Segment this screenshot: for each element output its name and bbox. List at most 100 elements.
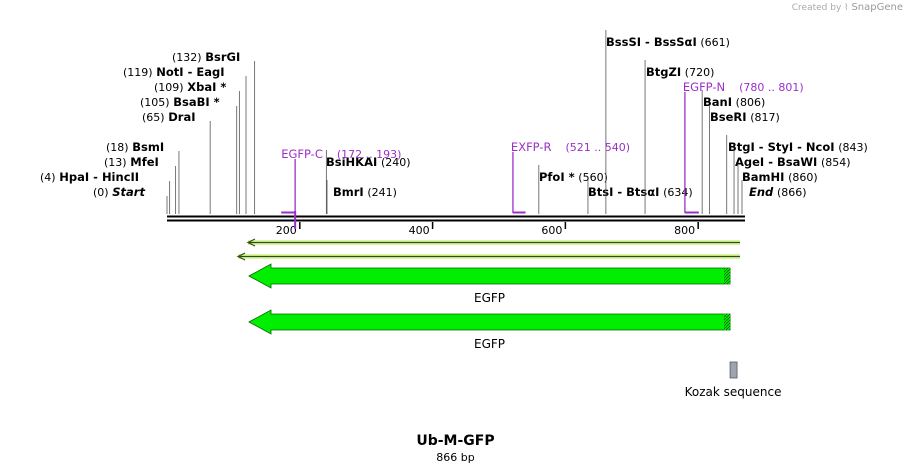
kozak-feature-box	[729, 361, 738, 379]
primer-range: (172 .. 193)	[337, 148, 402, 161]
map-title: Ub-M-GFP	[416, 433, 495, 449]
site-name: BsmI	[132, 140, 164, 154]
site-name: MfeI	[130, 155, 159, 169]
site-position: (661)	[700, 36, 730, 49]
site-position: (18)	[106, 141, 129, 154]
credit-brand: SnapGene	[851, 2, 903, 13]
site-position: (240)	[381, 156, 411, 169]
site-name: BanI	[703, 95, 732, 109]
map-length: 866 bp	[436, 451, 475, 464]
feature-label: Kozak sequence	[685, 385, 782, 399]
site-name-3: NcoI	[806, 140, 835, 154]
site-position: (119)	[123, 66, 153, 79]
site-name-2: BssSαI	[654, 35, 697, 49]
site-position: (720)	[685, 66, 715, 79]
site-position: (843)	[838, 141, 868, 154]
primer-name: EXFP-R	[511, 140, 552, 154]
site-position: (866)	[777, 186, 807, 199]
site-label: (119) NotI - EagI	[123, 65, 224, 79]
site-name: AgeI	[735, 155, 764, 169]
site-label: (4) HpaI - HincII	[40, 170, 139, 184]
feature-hatch	[724, 314, 731, 330]
site-position: (13)	[104, 156, 127, 169]
tick-label: 400	[409, 224, 430, 237]
orf-arrowhead	[246, 238, 256, 247]
site-name: Start	[112, 185, 145, 199]
site-label: (109) XbaI *	[154, 80, 226, 94]
primer-label: EGFP-N (780 .. 801)	[683, 80, 804, 94]
site-name: BsrGI	[205, 50, 240, 64]
site-label: BanI (806)	[703, 95, 765, 109]
site-label: BmrI (241)	[333, 185, 397, 199]
site-position: (4)	[40, 171, 56, 184]
site-name: BssSI	[606, 35, 641, 49]
site-name-2: HincII	[102, 170, 139, 184]
site-label: End (866)	[749, 185, 807, 199]
site-name-2: StyI	[768, 140, 794, 154]
site-position: (241)	[367, 186, 397, 199]
site-position: (105)	[140, 96, 170, 109]
site-label: (13) MfeI	[104, 155, 159, 169]
site-label: BsiHKAI (240)	[326, 155, 411, 169]
site-name: HpaI	[59, 170, 89, 184]
primer-label: EXFP-R (521 .. 540)	[511, 140, 630, 154]
site-name-2: BsaWI	[777, 155, 817, 169]
feature-label: EGFP	[474, 337, 505, 351]
site-name: BtsI	[588, 185, 613, 199]
site-name: BseRI	[710, 110, 747, 124]
site-name: BsiHKAI	[326, 155, 377, 169]
site-name: NotI	[156, 65, 183, 79]
primer-label: EGFP-C (172 .. 193)	[281, 147, 401, 161]
site-label: BtgI - StyI - NcoI (843)	[728, 140, 868, 154]
site-label: BtsI - BtsαI (634)	[588, 185, 693, 199]
site-position: (109)	[154, 81, 184, 94]
credit-prefix: Created by	[791, 3, 842, 13]
site-label: (0) Start	[93, 185, 145, 199]
site-position: (860)	[788, 171, 818, 184]
site-label: BssSI - BssSαI (661)	[606, 35, 730, 49]
feature-hatch	[724, 268, 731, 284]
site-label: BamHI (860)	[742, 170, 818, 184]
primer-name: EGFP-N	[683, 80, 725, 94]
snapgene-credit: Created by ⌇ SnapGene	[792, 2, 903, 13]
tick-label: 800	[674, 224, 695, 237]
feature-arrow	[248, 263, 731, 289]
primer-range: (521 .. 540)	[566, 141, 631, 154]
orf-arrowhead	[236, 252, 246, 261]
site-position: (817)	[750, 111, 780, 124]
site-position: (65)	[142, 111, 165, 124]
site-name: XbaI *	[187, 80, 226, 94]
site-position: (0)	[93, 186, 109, 199]
site-label: (132) BsrGI	[172, 50, 240, 64]
site-position: (560)	[578, 171, 608, 184]
site-label: (65) DraI	[142, 110, 196, 124]
feature-label: EGFP	[474, 291, 505, 305]
site-label: BseRI (817)	[710, 110, 780, 124]
site-name: BtgI	[728, 140, 755, 154]
site-label: BtgZI (720)	[646, 65, 714, 79]
site-name: BmrI	[333, 185, 364, 199]
site-name: End	[749, 185, 774, 199]
site-position: (806)	[736, 96, 766, 109]
site-label: AgeI - BsaWI (854)	[735, 155, 851, 169]
tick-label: 200	[276, 224, 297, 237]
site-position: (132)	[172, 51, 202, 64]
site-position: (634)	[663, 186, 693, 199]
site-name: BtgZI	[646, 65, 681, 79]
primer-range: (780 .. 801)	[739, 81, 804, 94]
site-name: BsaBI *	[173, 95, 219, 109]
site-label: (18) BsmI	[106, 140, 164, 154]
site-name-2: BtsαI	[626, 185, 659, 199]
primer-name: EGFP-C	[281, 147, 323, 161]
site-name-2: EagI	[196, 65, 224, 79]
site-name: PfoI *	[539, 170, 575, 184]
site-label: PfoI * (560)	[539, 170, 608, 184]
feature-arrow	[248, 309, 731, 335]
site-position: (854)	[821, 156, 851, 169]
site-name: DraI	[168, 110, 195, 124]
tick-label: 600	[541, 224, 562, 237]
site-name: BamHI	[742, 170, 784, 184]
snapgene-logo-icon: ⌇	[844, 3, 849, 13]
site-label: (105) BsaBI *	[140, 95, 220, 109]
